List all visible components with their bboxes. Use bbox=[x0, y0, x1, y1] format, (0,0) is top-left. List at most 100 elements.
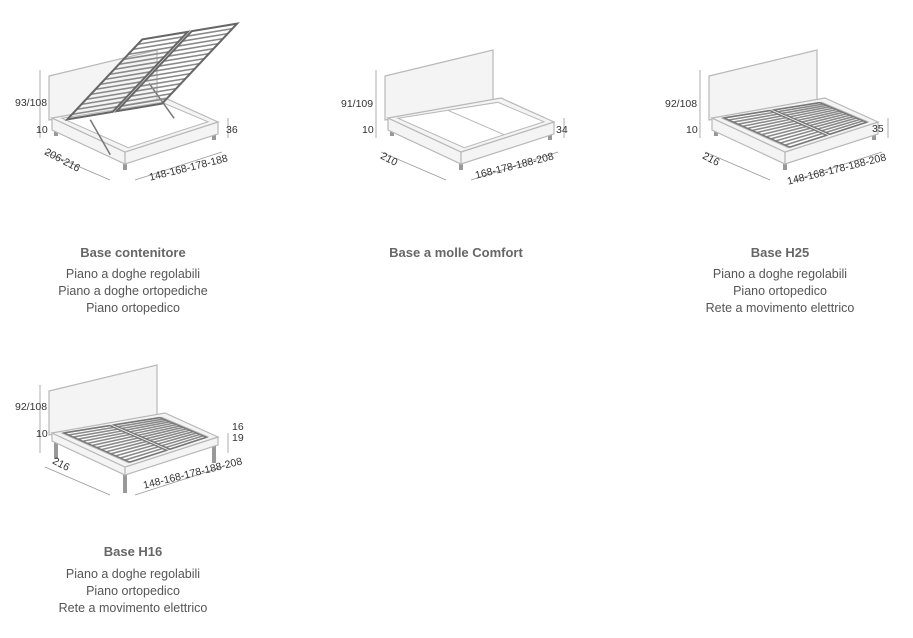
slat bbox=[793, 108, 837, 120]
dimension-line bbox=[134, 466, 223, 496]
bed-illustration bbox=[375, 49, 565, 181]
bed-drawing-lift: 93/108 10 36 206-216 148-168-178-188 bbox=[0, 22, 260, 190]
slat bbox=[801, 111, 844, 123]
product-option: Piano a doghe regolabili bbox=[65, 267, 201, 281]
product-title: Base H25 bbox=[750, 245, 810, 260]
slat bbox=[125, 421, 170, 431]
slat bbox=[157, 432, 197, 445]
dim-height: 91/109 bbox=[341, 98, 374, 110]
bed-drawing-slats: 92/108 10 35 216 148-168-178-188-208 bbox=[660, 40, 913, 190]
slat bbox=[129, 422, 174, 433]
slat bbox=[780, 130, 819, 144]
slat bbox=[756, 122, 799, 134]
slat bbox=[182, 32, 228, 42]
lift-piston bbox=[89, 119, 111, 156]
slat bbox=[81, 96, 127, 106]
slat bbox=[76, 101, 123, 111]
dim-side: 34 bbox=[556, 124, 568, 136]
dim-leg: 10 bbox=[362, 124, 374, 136]
leg bbox=[123, 475, 127, 493]
slat bbox=[797, 110, 840, 122]
slat bbox=[68, 426, 115, 436]
dim-leg: 10 bbox=[36, 428, 48, 440]
slat-frame bbox=[721, 109, 829, 148]
slat bbox=[785, 106, 830, 116]
slat bbox=[120, 445, 159, 459]
slat bbox=[168, 47, 214, 57]
slat-frame bbox=[61, 424, 169, 463]
product-option: Rete a movimento elettrico bbox=[705, 301, 855, 315]
slat bbox=[77, 430, 123, 440]
product-card-base-h25[interactable]: 92/108 10 35 216 148-168-178-188-208 Bas… bbox=[630, 0, 913, 320]
leg bbox=[548, 134, 552, 140]
slat bbox=[149, 67, 196, 77]
slat bbox=[149, 429, 190, 442]
slat bbox=[115, 444, 155, 457]
bed-illustration bbox=[39, 364, 229, 496]
slat bbox=[87, 433, 131, 445]
product-option: Piano ortopedico bbox=[86, 301, 180, 315]
product-card-base-h16[interactable]: 92/108 10 16 19 216 148-168-178-188-208 … bbox=[0, 300, 283, 620]
leg bbox=[123, 164, 127, 170]
slat bbox=[805, 113, 847, 125]
product-option: Piano a doghe regolabili bbox=[712, 267, 848, 281]
slat bbox=[161, 433, 201, 447]
leg bbox=[872, 134, 876, 140]
slat bbox=[109, 66, 156, 76]
slat bbox=[770, 127, 811, 140]
product-card-base-a-molle-comfort[interactable]: 91/109 10 34 210 168-178-188-208 Base a … bbox=[306, 0, 606, 320]
slat bbox=[825, 120, 864, 134]
mattress-seam bbox=[447, 109, 505, 136]
product-option: Piano a doghe ortopediche bbox=[58, 284, 208, 298]
product-card-base-contenitore[interactable]: 93/108 10 36 206-216 148-168-178-188 Bas… bbox=[0, 0, 283, 320]
slat bbox=[132, 41, 179, 51]
slat bbox=[113, 61, 160, 71]
slat bbox=[73, 428, 119, 438]
dim-height: 92/108 bbox=[665, 98, 698, 110]
leg bbox=[54, 130, 58, 136]
slat bbox=[733, 113, 779, 123]
lift-piston bbox=[148, 82, 175, 119]
product-option: Piano ortopedico bbox=[86, 584, 180, 598]
slat bbox=[135, 82, 182, 92]
lift-frame bbox=[64, 30, 191, 121]
slat bbox=[777, 103, 824, 113]
dim-side: 36 bbox=[226, 124, 238, 136]
slat bbox=[123, 51, 170, 61]
dimension-line bbox=[134, 151, 223, 181]
slat bbox=[121, 419, 167, 430]
slat bbox=[821, 118, 861, 132]
dim-side-2: 19 bbox=[232, 432, 244, 444]
product-title: Base a molle Comfort bbox=[389, 245, 523, 260]
slat bbox=[177, 37, 224, 47]
leg bbox=[390, 130, 394, 136]
slat bbox=[95, 81, 141, 91]
base-inner bbox=[396, 101, 546, 149]
dim-leg: 10 bbox=[686, 124, 698, 136]
slat bbox=[747, 118, 791, 130]
slat-frame bbox=[111, 416, 209, 450]
leg bbox=[212, 445, 216, 463]
product-option: Piano a doghe regolabili bbox=[65, 567, 201, 581]
slat bbox=[110, 442, 151, 455]
dim-height: 93/108 bbox=[15, 97, 48, 109]
product-option: Rete a movimento elettrico bbox=[58, 601, 208, 615]
slat bbox=[728, 111, 775, 121]
slat bbox=[752, 120, 795, 132]
slat bbox=[153, 430, 194, 444]
slat bbox=[96, 437, 139, 449]
dim-height: 92/108 bbox=[15, 401, 48, 413]
bed-drawing-legs: 92/108 10 16 19 216 148-168-178-188-208 bbox=[0, 355, 260, 505]
dimension-line bbox=[704, 151, 771, 181]
leg bbox=[54, 441, 58, 459]
slat bbox=[172, 42, 219, 52]
slat bbox=[784, 132, 823, 146]
slat bbox=[101, 438, 143, 451]
slat bbox=[125, 92, 172, 102]
slat bbox=[124, 447, 163, 461]
product-option: Piano ortopedico bbox=[733, 284, 827, 298]
slat bbox=[165, 435, 204, 449]
dim-side: 16 bbox=[232, 421, 244, 433]
slat bbox=[163, 52, 210, 62]
